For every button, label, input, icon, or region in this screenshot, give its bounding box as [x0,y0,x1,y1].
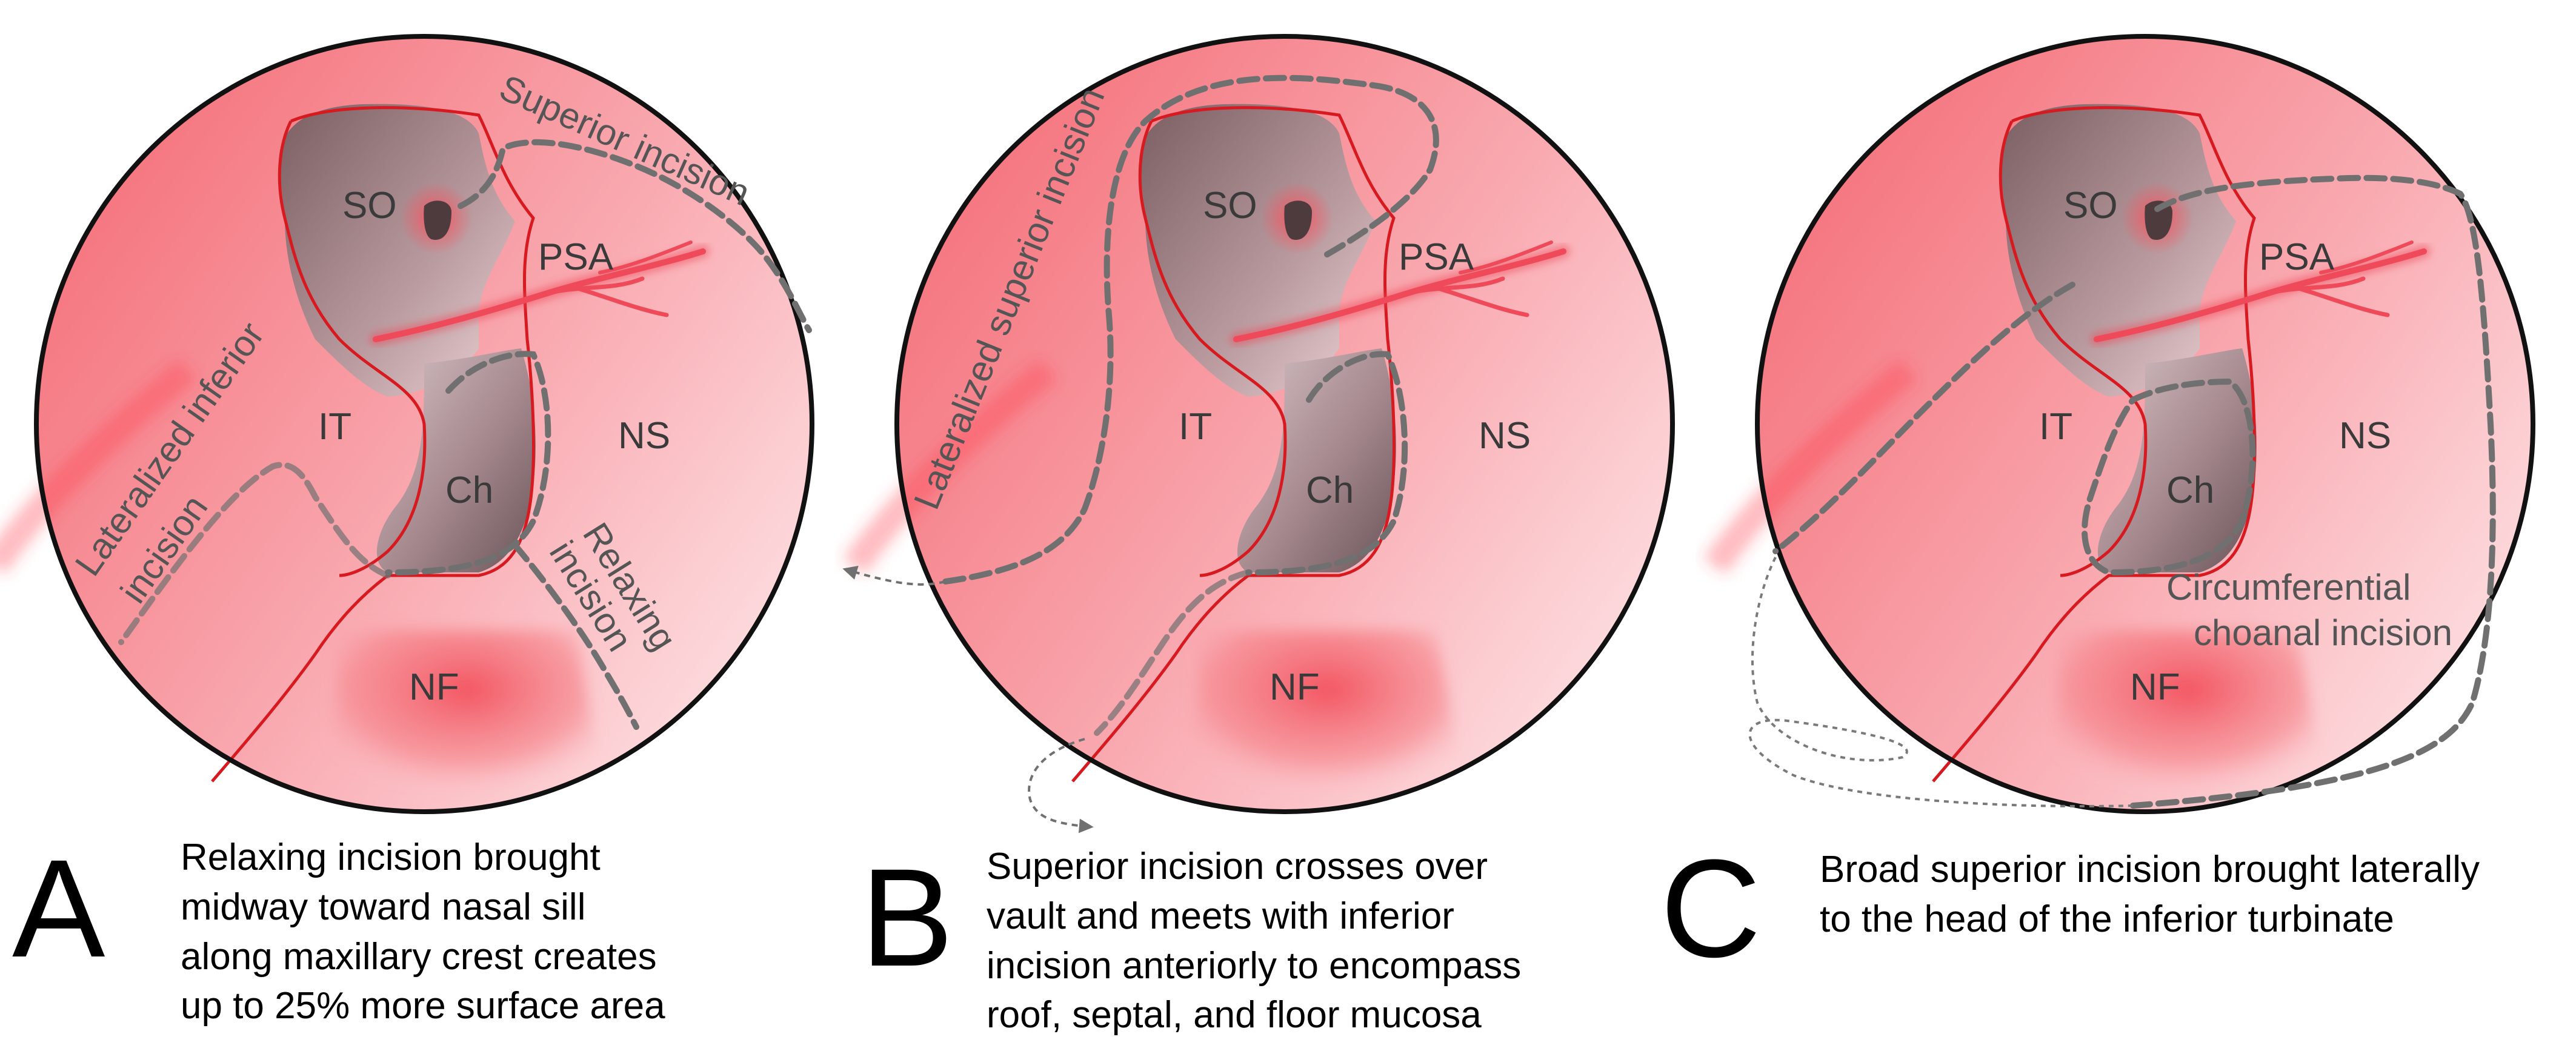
psa-label: PSA [2259,236,2335,278]
panel-a-letter: A [12,830,105,986]
connector-curve-c [1748,557,2134,807]
it-label: IT [2039,406,2072,448]
inferior-incision-b [1094,569,1251,736]
choanal-incision-a [385,351,551,575]
ns-label: NS [618,415,670,457]
nf-label: NF [2130,666,2180,708]
panel-b: SO PSA IT NS Ch NF Lateralized superior … [845,36,1672,834]
circumferential-choanal-incision-c [2082,378,2256,576]
choanal-incision-b [1245,351,1408,575]
ch-label: Ch [1306,469,1354,511]
relaxing-incision-a [512,542,639,730]
it-label: IT [318,406,351,448]
ns-label: NS [1479,415,1531,457]
circumferential-label-line1: Circumferential [2166,567,2411,608]
panel-b-letter: B [860,840,954,995]
lateral-incision-c [1772,282,2075,554]
so-label: SO [342,185,397,227]
nf-label: NF [409,666,459,708]
it-label: IT [1179,406,1212,448]
panel-c: SO PSA IT NS Ch NF Circumferential choan… [1715,36,2533,812]
panel-a: SO PSA IT NS Ch NF Superior incision Lat… [0,36,812,812]
so-label: SO [2063,185,2118,227]
ch-label: Ch [445,469,493,511]
nf-label: NF [1270,666,1320,708]
panel-a-caption: Relaxing incision brought midway toward … [181,837,665,1027]
lateralized-superior-incision-b [942,75,1439,585]
panel-c-letter: C [1660,830,1762,986]
psa-label: PSA [1399,236,1474,278]
panel-c-caption: Broad superior incision brought laterall… [1820,849,2480,940]
superior-incision-a [458,139,812,333]
so-label: SO [1203,185,1257,227]
connector-arrow-lower-b [1028,738,1094,834]
lateralized-inferior-incision-a [118,462,391,645]
ns-label: NS [2339,415,2391,457]
ch-label: Ch [2166,469,2214,511]
psa-label: PSA [538,236,614,278]
panel-b-caption: Superior incision crosses over vault and… [987,846,1522,1036]
superior-incision-c [2130,174,2496,809]
circumferential-label-line2: choanal incision [2194,612,2452,653]
